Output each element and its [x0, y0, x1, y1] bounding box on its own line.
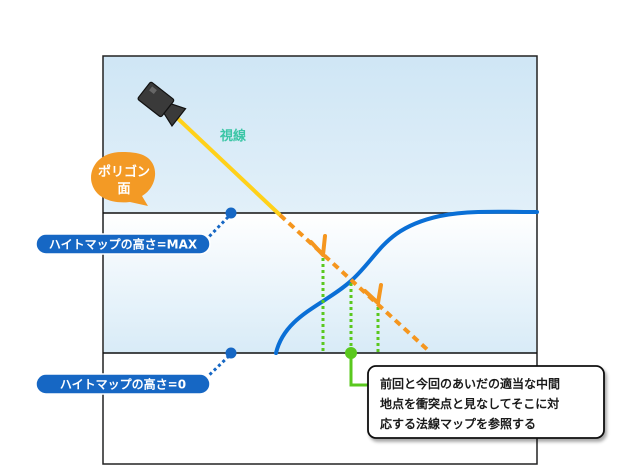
svg-text:ハイトマップの高さ=MAX: ハイトマップの高さ=MAX — [49, 237, 198, 252]
polygon-face-bubble: ポリゴン 面 — [91, 152, 156, 206]
height-zero-dot — [225, 347, 237, 359]
svg-text:ハイトマップの高さ=0: ハイトマップの高さ=0 — [60, 377, 186, 392]
callout-box: 前回と今回のあいだの適当な中間 地点を衝突点と見なしてそこに対 応する法線マップ… — [367, 365, 605, 439]
sight-line — [170, 111, 282, 217]
collision-point — [345, 347, 357, 359]
height-max-dot — [225, 207, 237, 219]
height-max-pill: ハイトマップの高さ=MAX — [35, 233, 211, 255]
surface-curve — [274, 209, 539, 355]
svg-text:前回と今回のあいだの適当な中間: 前回と今回のあいだの適当な中間 — [380, 376, 560, 391]
camera-icon — [137, 81, 187, 128]
height-zero-pill: ハイトマップの高さ=0 — [35, 373, 211, 395]
svg-text:ポリゴン: ポリゴン — [98, 164, 150, 180]
collision-connector — [349, 353, 370, 387]
sight-line-dashed — [278, 213, 432, 354]
svg-text:面: 面 — [117, 182, 130, 197]
step-arrow-2 — [363, 283, 383, 305]
step-arrow-1 — [309, 234, 327, 257]
sight-line-label: 視線 — [219, 128, 247, 144]
svg-text:地点を衝突点と見なしてそこに対: 地点を衝突点と見なしてそこに対 — [380, 396, 559, 411]
svg-text:応する法線マップを参照する: 応する法線マップを参照する — [380, 416, 536, 431]
